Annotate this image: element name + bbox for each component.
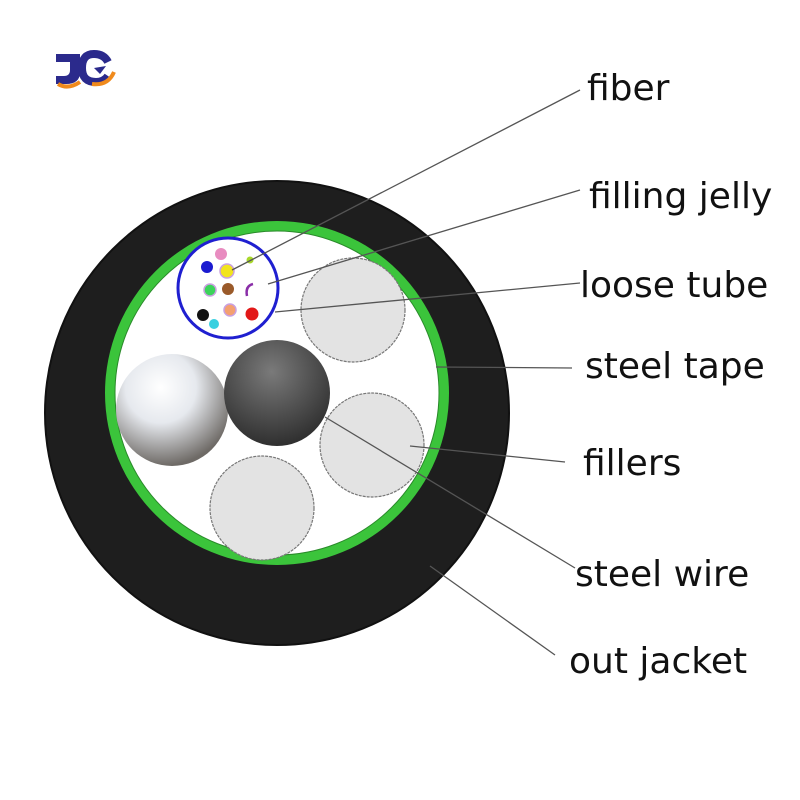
logo-g-arrow: [94, 66, 106, 74]
cable: [44, 180, 510, 646]
labels: fiber filling jelly loose tube steel tap…: [569, 68, 772, 682]
fiber: [201, 261, 213, 273]
label-fillers: fillers: [583, 443, 681, 484]
fiber: [209, 319, 219, 329]
leader-line-filling-jelly: [267, 189, 581, 285]
leader-line-out-jacket: [429, 565, 556, 656]
label-filling-jelly: filling jelly: [589, 176, 772, 217]
logo-g-swoosh: [91, 71, 116, 87]
fiber: [222, 283, 234, 295]
white-sphere: [116, 354, 228, 466]
label-loose-tube: loose tube: [580, 265, 768, 306]
company-logo: [56, 49, 116, 89]
fiber: [245, 282, 254, 297]
fiber: [245, 307, 259, 321]
fiber: [223, 303, 237, 317]
fiber: [219, 263, 235, 279]
logo-j-swoosh: [56, 80, 82, 89]
label-steel-wire: steel wire: [575, 554, 749, 595]
filler-bottom: [209, 455, 315, 561]
filler-top-right: [300, 257, 406, 363]
fiber: [203, 283, 217, 297]
leader-lines: [231, 89, 581, 656]
leader-line-fillers: [409, 445, 566, 463]
leader-line-fiber: [231, 89, 581, 271]
label-steel-tape: steel tape: [585, 346, 765, 387]
steel-wire-core: [224, 340, 330, 446]
label-fiber: fiber: [587, 68, 670, 109]
label-out-jacket: out jacket: [569, 641, 747, 682]
logo-g-mark: [77, 49, 112, 87]
leader-line-steel-wire: [324, 416, 576, 569]
fiber: [215, 248, 227, 260]
logo-j-mark: [56, 54, 80, 84]
leader-line-steel-tape: [435, 366, 573, 369]
fiber: [197, 309, 209, 321]
leader-line-loose-tube: [274, 282, 581, 313]
